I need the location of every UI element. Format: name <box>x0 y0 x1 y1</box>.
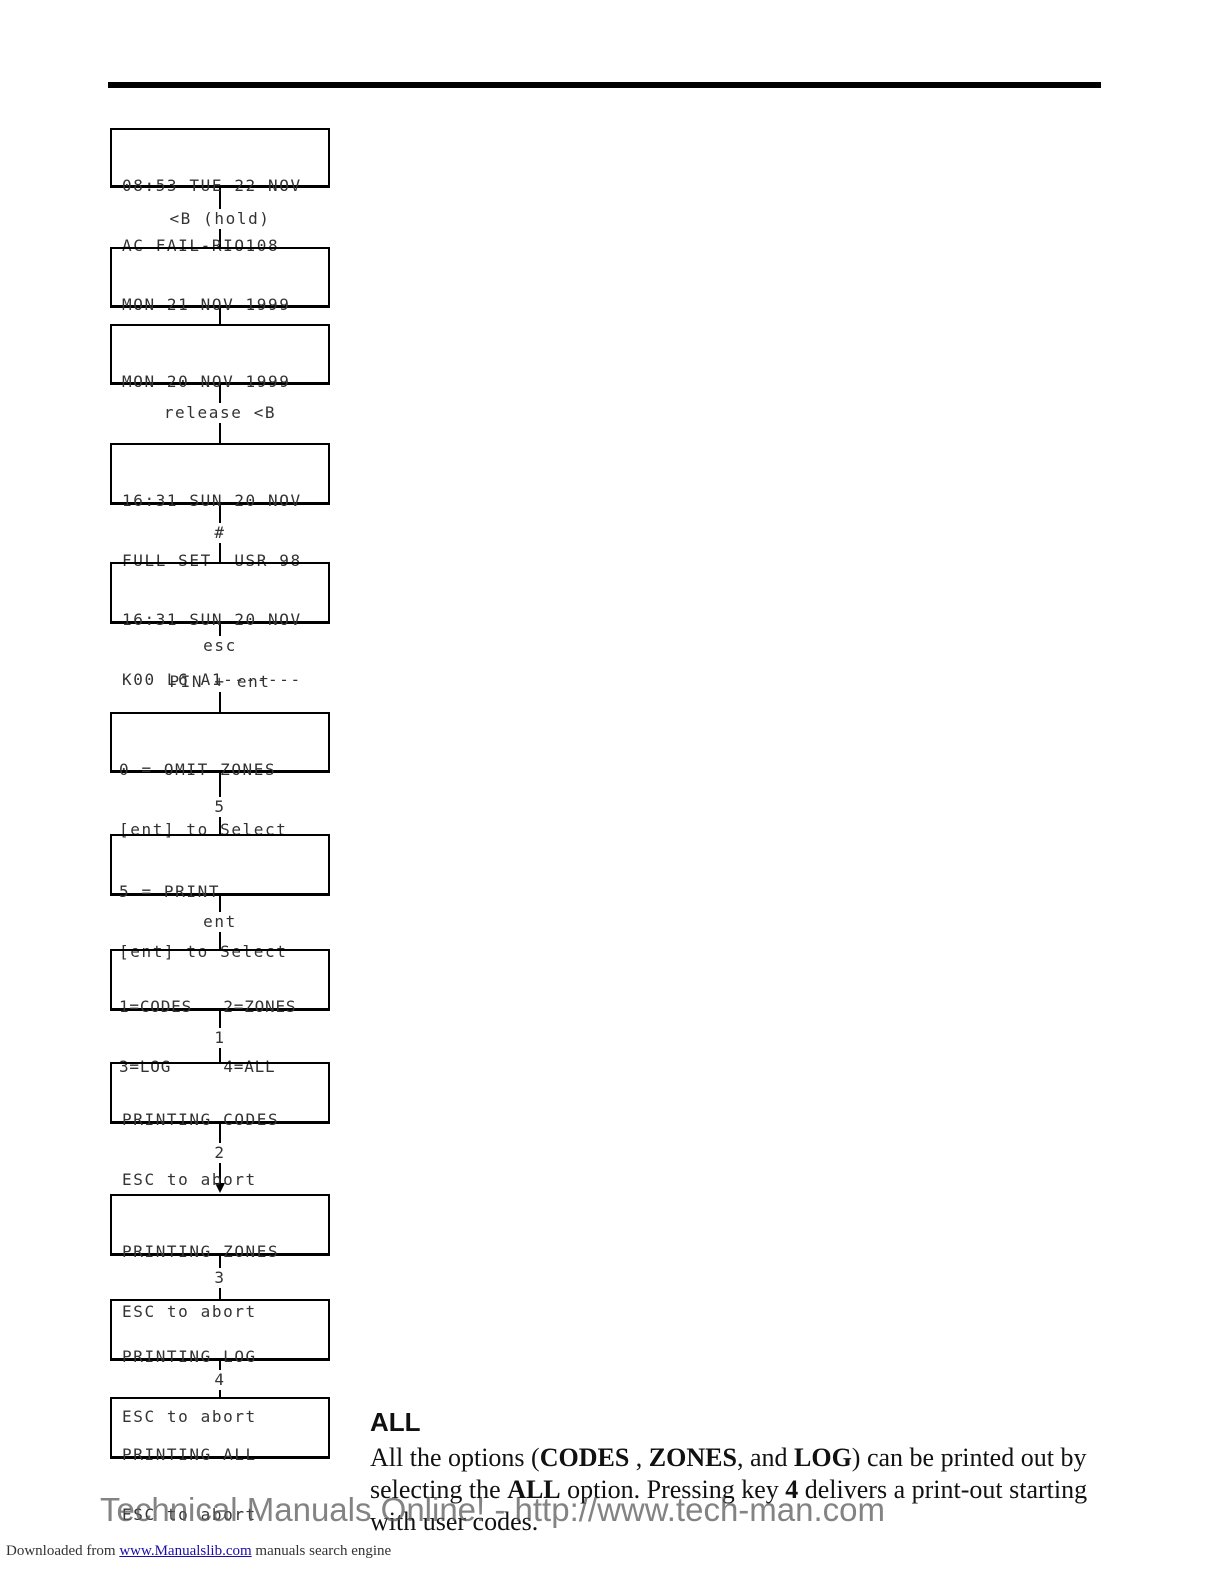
watermark: Technical Manuals Online! - http://www.t… <box>100 1491 885 1528</box>
keypad-display: 0 = OMIT ZONES [ent] to Select <box>110 712 330 839</box>
bold-term: ZONES <box>648 1443 737 1472</box>
step-label: 1 <box>120 1028 320 1048</box>
step-label: <B (hold) <box>120 209 320 229</box>
footer: Downloaded from www.Manualslib.com manua… <box>6 1541 391 1561</box>
body-text: option. Pressing key <box>560 1475 786 1504</box>
bold-term: CODES <box>539 1443 630 1472</box>
step-label: 3 <box>120 1268 320 1288</box>
display-line-1: MON 21 NOV 1999 <box>122 295 291 314</box>
keypad-display: 16:31 SUN 20 NOV FULL SET USR 98 <box>110 443 330 570</box>
body-text: , <box>629 1443 649 1472</box>
display-line-1: 5 = PRINT <box>119 882 221 901</box>
connector-line <box>219 690 221 714</box>
keypad-display: MON 21 NOV 1999 <box>110 247 330 314</box>
step-label: 2 <box>120 1143 320 1163</box>
body-text: , and <box>736 1443 794 1472</box>
bold-key: 4 <box>785 1475 799 1504</box>
footer-prefix: Downloaded from <box>6 1543 120 1559</box>
display-line-2: ESC to abort <box>122 1505 257 1524</box>
keypad-display: PRINTING ALL ESC to abort <box>110 1397 330 1524</box>
keypad-display: PRINTING LOG ESC to abort <box>110 1299 330 1426</box>
keypad-display: 16:31 SUN 20 NOV K00 L6 A1------- <box>110 562 330 689</box>
display-line-2: K00 L6 A1------- <box>122 670 302 689</box>
display-line-2: [ent] to Select <box>119 942 288 961</box>
display-line-1: 1=CODES 2=ZONES <box>119 997 297 1016</box>
display-line-2: ESC to abort <box>122 1170 257 1189</box>
bold-term: ALL <box>507 1475 561 1504</box>
display-line-1: PRINTING CODES <box>122 1110 280 1129</box>
bold-term: LOG <box>794 1443 852 1472</box>
step-label: 5 <box>120 797 320 817</box>
body-text: delivers a print-out starting with user … <box>370 1475 1088 1536</box>
step-label: ent <box>120 912 320 932</box>
keypad-display: PRINTING CODES ESC to abort <box>110 1062 330 1189</box>
display-line-2: FULL SET USR 98 <box>122 551 302 570</box>
arrow-down-icon <box>215 1183 225 1193</box>
display-line-2: 3=LOG 4=ALL <box>119 1057 276 1076</box>
display-line-1: 16:31 SUN 20 NOV <box>122 610 302 629</box>
display-line-1: 16:31 SUN 20 NOV <box>122 491 302 510</box>
keypad-display: MON 20 NOV 1999 <box>110 324 330 391</box>
display-line-1: PRINTING ZONES <box>122 1242 280 1261</box>
keypad-display: 08:53 TUE 22 NOV AC FAIL-RIO108 <box>110 128 330 255</box>
connector-line <box>219 307 221 326</box>
display-line-1: MON 20 NOV 1999 <box>122 372 291 391</box>
display-line-2: ESC to abort <box>122 1407 257 1426</box>
step-label: esc <box>120 636 320 656</box>
keypad-display: 1=CODES 2=ZONES 3=LOG 4=ALL <box>110 949 330 1076</box>
display-line-1: 0 = OMIT ZONES <box>119 760 277 779</box>
display-line-2: ESC to abort <box>122 1302 257 1321</box>
display-line-1: PRINTING LOG <box>122 1347 257 1366</box>
top-rule <box>108 82 1101 88</box>
step-label: release <B <box>120 403 320 423</box>
step-label: 4 <box>120 1370 320 1390</box>
body-text: ) can be printed out by selecting the <box>370 1443 1087 1504</box>
keypad-flow-diagram: <B (hold) release <B # esc PIN + ent 5 e… <box>0 0 360 1584</box>
step-label: PIN + ent <box>120 672 320 692</box>
display-line-1: PRINTING ALL <box>122 1445 257 1464</box>
section-title: ALL <box>370 1407 421 1437</box>
footer-suffix: manuals search engine <box>251 1543 392 1559</box>
body-text: All the options ( <box>370 1443 540 1472</box>
display-line-1: 08:53 TUE 22 NOV <box>122 176 302 195</box>
section-body: All the options (CODES , ZONES, and LOG)… <box>370 1442 1105 1538</box>
connector-line <box>219 623 221 643</box>
display-line-2: AC FAIL-RIO108 <box>122 236 280 255</box>
keypad-display: 5 = PRINT [ent] to Select <box>110 834 330 961</box>
step-label: # <box>120 523 320 543</box>
manualslib-link[interactable]: www.Manualslib.com <box>119 1543 252 1559</box>
keypad-display: PRINTING ZONES ESC to abort <box>110 1194 330 1321</box>
